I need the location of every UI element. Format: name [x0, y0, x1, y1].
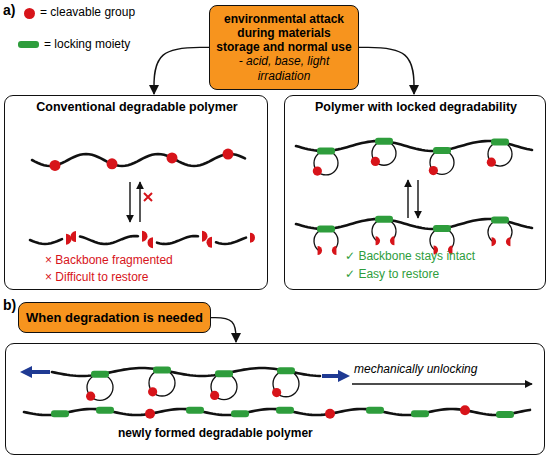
box-text: - acid, base, light irradiation — [216, 54, 352, 82]
curved-arrow — [154, 47, 209, 94]
legend-text: = cleavable group — [40, 5, 135, 19]
box-text: × Difficult to restore — [45, 270, 149, 284]
box-text: ✓ Easy to restore — [345, 267, 439, 281]
curved-arrow — [359, 47, 414, 94]
box-heading: mechanically unlocking — [354, 362, 477, 376]
box-heading: Conventional degradable polymer — [5, 100, 269, 115]
polymer-chains — [24, 138, 532, 419]
box-heading: environmental attack during materials st… — [216, 12, 352, 54]
box-text: newly formed degradable polymer — [118, 426, 313, 440]
panel-letter: b) — [3, 297, 16, 313]
legend-text: = locking moiety — [44, 37, 130, 51]
legend-swatch — [24, 8, 35, 19]
panel-box: Polymer with locked degradability ✓ Backb… — [284, 95, 546, 290]
box-text: × Backbone fragmented — [45, 253, 173, 267]
panel-box: mechanically unlocking newly formed degra… — [5, 343, 545, 455]
box-heading: When degradation is needed — [26, 310, 203, 325]
box-text: ✓ Backbone stays intact — [345, 249, 475, 263]
legend-swatch — [18, 41, 39, 48]
box-heading: Polymer with locked degradability — [285, 100, 547, 115]
panel-letter: a) — [3, 2, 15, 18]
event-box: When degradation is needed — [18, 302, 211, 333]
event-box: environmental attack during materials st… — [209, 5, 359, 90]
curved-arrow — [211, 318, 236, 342]
panel-box: Conventional degradable polymer × Backbon… — [4, 95, 268, 290]
